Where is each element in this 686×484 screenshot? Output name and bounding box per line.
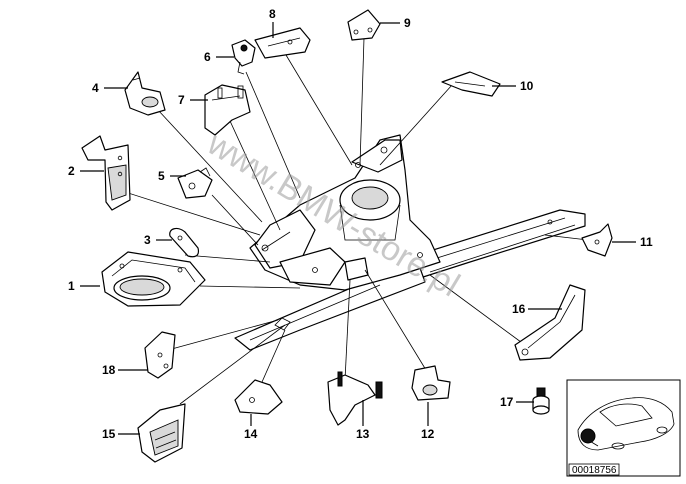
callout-label: 5 bbox=[158, 169, 165, 183]
callout-label: 11 bbox=[640, 235, 653, 249]
part-5-clip bbox=[177, 167, 213, 199]
callout-13: 13 bbox=[356, 400, 370, 441]
part-3-plate bbox=[169, 227, 200, 258]
callout-1: 1 bbox=[68, 279, 100, 293]
front-frame-assembly bbox=[234, 134, 586, 351]
callout-9: 9 bbox=[380, 16, 411, 30]
part-18-bracket bbox=[144, 331, 176, 379]
part-12-mount bbox=[411, 365, 451, 401]
part-9-bracket bbox=[347, 9, 381, 41]
callout-17: 17 bbox=[500, 395, 534, 409]
callout-4: 4 bbox=[92, 81, 128, 95]
callout-label: 10 bbox=[520, 79, 534, 93]
car-outline-icon bbox=[577, 397, 675, 451]
callout-3: 3 bbox=[144, 233, 172, 247]
callout-label: 18 bbox=[102, 363, 116, 377]
part-17-rubber-mount bbox=[532, 387, 550, 415]
leader-lines bbox=[124, 37, 589, 405]
callout-label: 6 bbox=[204, 50, 211, 64]
callout-label: 16 bbox=[512, 302, 526, 316]
locator-highlight-icon bbox=[580, 428, 596, 444]
part-11-bracket bbox=[581, 223, 613, 257]
callout-label: 17 bbox=[500, 395, 514, 409]
callout-label: 14 bbox=[244, 427, 258, 441]
callout-15: 15 bbox=[102, 427, 140, 441]
callout-label: 4 bbox=[92, 81, 99, 95]
part-1-wheelarch-panel bbox=[101, 251, 206, 307]
diagram-code: 00018756 bbox=[572, 465, 617, 476]
callout-5: 5 bbox=[158, 169, 186, 183]
callout-label: 3 bbox=[144, 233, 151, 247]
callout-18: 18 bbox=[102, 363, 148, 377]
part-7-bracket bbox=[204, 84, 251, 136]
part-6-holder bbox=[231, 39, 256, 75]
callout-label: 9 bbox=[404, 16, 411, 30]
callout-6: 6 bbox=[204, 50, 234, 64]
part-15-box-bracket bbox=[137, 403, 186, 463]
callout-11: 11 bbox=[612, 235, 653, 249]
callout-8: 8 bbox=[269, 7, 276, 38]
callout-16: 16 bbox=[512, 302, 562, 316]
callout-7: 7 bbox=[178, 93, 208, 107]
callout-label: 12 bbox=[421, 427, 435, 441]
callout-14: 14 bbox=[244, 414, 258, 441]
callout-label: 8 bbox=[269, 7, 276, 21]
part-8-angle-plate bbox=[254, 27, 311, 59]
locator-inset: 00018756 bbox=[566, 379, 681, 477]
callout-label: 7 bbox=[178, 93, 185, 107]
callout-label: 13 bbox=[356, 427, 370, 441]
callout-2: 2 bbox=[68, 164, 104, 178]
part-13-bracket bbox=[327, 371, 383, 426]
callout-label: 1 bbox=[68, 279, 75, 293]
part-10-plate bbox=[441, 71, 501, 97]
callout-10: 10 bbox=[492, 79, 534, 93]
part-4-mount-bracket bbox=[124, 71, 166, 116]
callout-label: 2 bbox=[68, 164, 75, 178]
part-14-bracket bbox=[234, 379, 283, 415]
part-16-support bbox=[514, 284, 586, 361]
callout-label: 15 bbox=[102, 427, 116, 441]
callout-12: 12 bbox=[421, 402, 435, 441]
part-2-bracket bbox=[81, 135, 131, 211]
